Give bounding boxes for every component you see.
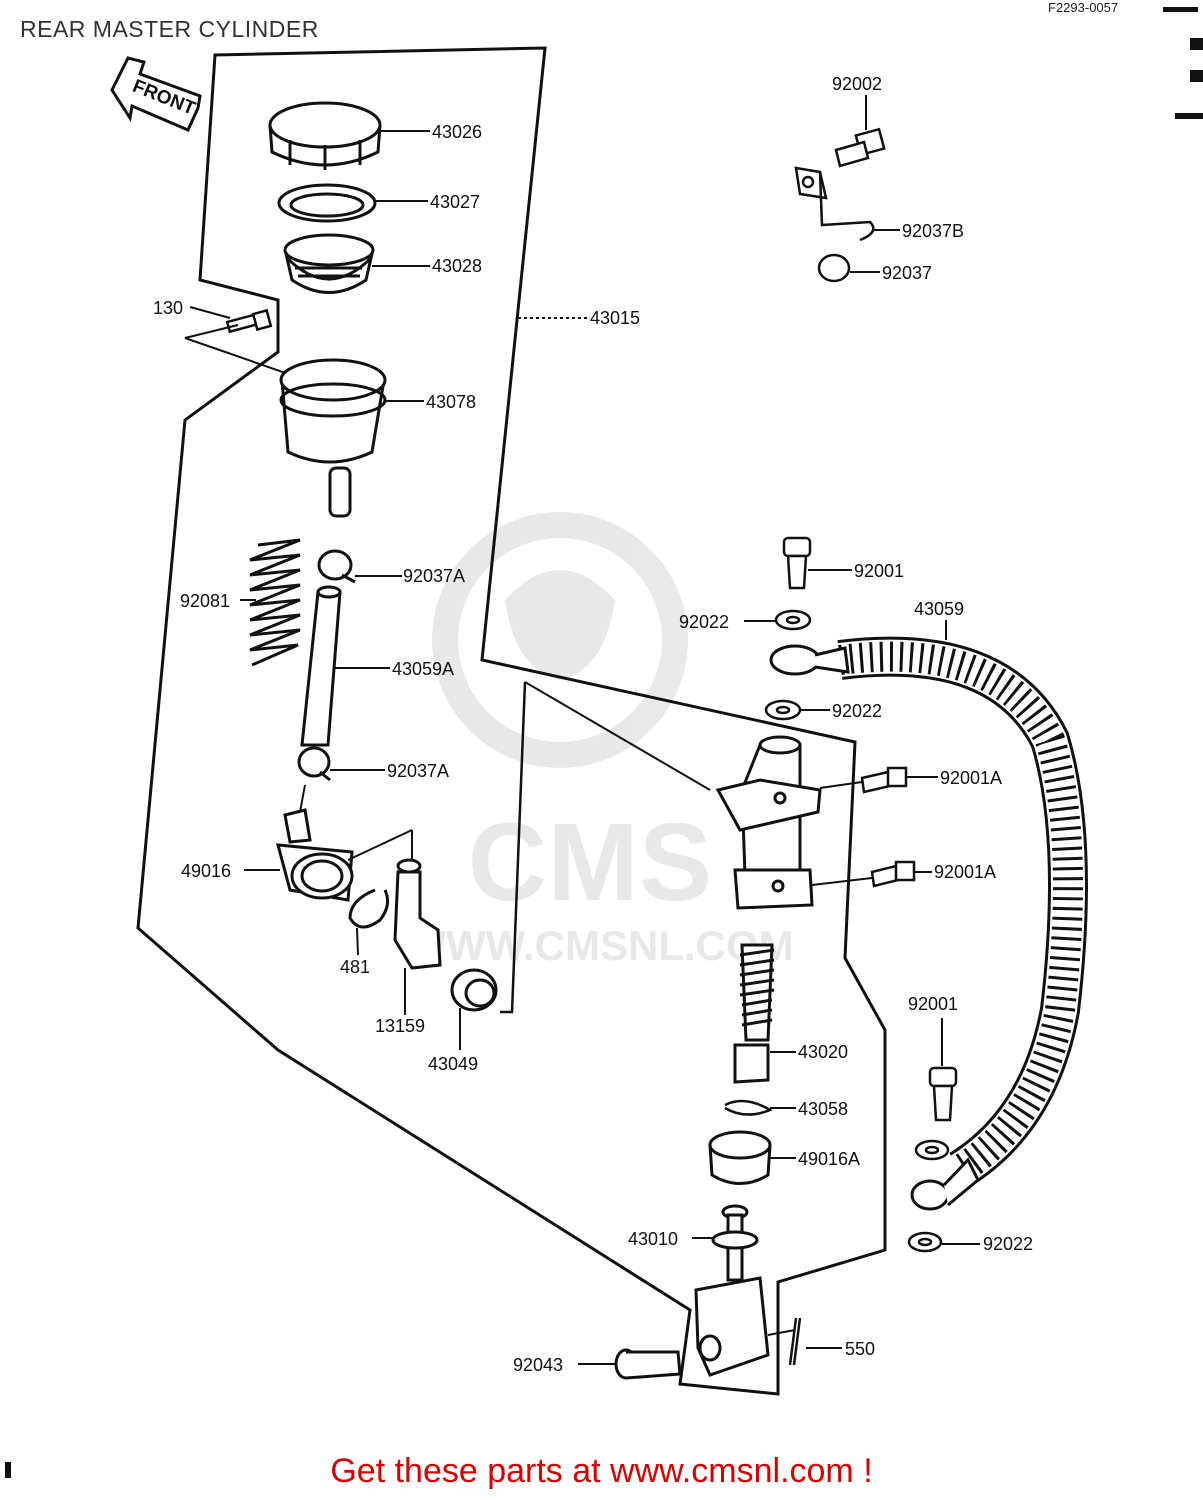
watermark-brand: CMS (468, 801, 712, 924)
cms-watermark: CMS WWW.CMSNL.COM (406, 512, 794, 969)
label-43026: 43026 (432, 122, 482, 142)
master-cylinder-body (715, 735, 822, 910)
label-43059: 43059 (914, 599, 964, 619)
bolt-92001A-bottom (870, 860, 916, 888)
washer-92022-lower (914, 1139, 950, 1161)
label-43027: 43027 (430, 192, 480, 212)
clamp-92037A-bottom (297, 746, 331, 782)
label-13159: 13159 (375, 1016, 425, 1036)
label-92022-mid: 92022 (832, 701, 882, 721)
pin-92043 (614, 1348, 682, 1380)
page-title: REAR MASTER CYLINDER (20, 16, 319, 42)
spring-92081 (249, 538, 301, 667)
label-92037A-top: 92037A (403, 566, 465, 586)
cotter-pin-550 (788, 1317, 802, 1366)
diaphragm-43028 (283, 233, 375, 294)
label-43028: 43028 (432, 256, 482, 276)
assembly-outline-43015 (136, 46, 887, 1396)
label-49016A: 49016A (798, 1149, 860, 1169)
label-92001A-bottom: 92001A (934, 862, 996, 882)
bolt-92001A-top (860, 766, 908, 794)
label-92022-top: 92022 (679, 612, 729, 632)
boot-49016A (708, 1130, 772, 1185)
label-43078: 43078 (426, 392, 476, 412)
label-92081: 92081 (180, 591, 230, 611)
clamp-92037A-top (317, 549, 356, 584)
washer-92022-bottom (907, 1231, 943, 1253)
corner-marks (5, 7, 1203, 1478)
label-43059A: 43059A (392, 659, 454, 679)
reservoir-43078 (279, 358, 387, 518)
label-550: 550 (845, 1339, 875, 1359)
label-92002: 92002 (832, 74, 882, 94)
banjo-bolt-92001-right (928, 1066, 958, 1122)
label-43049: 43049 (428, 1054, 478, 1074)
watermark-url: WWW.CMSNL.COM (406, 922, 793, 969)
pushrod-43010 (711, 1204, 759, 1282)
label-92001-top: 92001 (854, 561, 904, 581)
label-43015: 43015 (590, 308, 640, 328)
plate-43027 (277, 183, 377, 223)
label-481: 481 (340, 957, 370, 977)
hose-43059A (300, 585, 342, 747)
elbow-13159 (393, 858, 442, 970)
sub-outline (500, 681, 527, 1014)
label-92022-bottom: 92022 (983, 1234, 1033, 1254)
label-92037B: 92037B (902, 221, 964, 241)
guide-line (524, 681, 711, 791)
label-92001-right: 92001 (908, 994, 958, 1014)
label-43010: 43010 (628, 1229, 678, 1249)
front-arrow: FRONT (110, 56, 202, 132)
washer-92022-mid (764, 699, 802, 721)
label-92043: 92043 (513, 1355, 563, 1375)
grommet-43049 (450, 968, 498, 1012)
washer-92022-top (774, 609, 812, 631)
diagram-code: F2293-0057 (1048, 0, 1119, 15)
bolt-92002 (834, 127, 886, 168)
bolt-130 (225, 308, 273, 334)
brake-hose-43059 (769, 636, 1088, 1211)
label-43058: 43058 (798, 1099, 848, 1119)
fitting-49016 (275, 808, 354, 902)
circlip-481 (348, 888, 390, 929)
bracket-92037B (794, 166, 875, 242)
label-92037A-bottom: 92037A (387, 761, 449, 781)
cap-43026 (268, 101, 382, 170)
label-92037: 92037 (882, 263, 932, 283)
clamp-92037 (817, 253, 851, 283)
clevis (694, 1276, 770, 1377)
label-130: 130 (153, 298, 183, 318)
label-92001A-top: 92001A (940, 768, 1002, 788)
clip-43058 (724, 1099, 773, 1116)
leader-lines (189, 95, 980, 1365)
footer-cta-link[interactable]: Get these parts at www.cmsnl.com ! (330, 1452, 873, 1490)
label-43020: 43020 (798, 1042, 848, 1062)
label-49016: 49016 (181, 861, 231, 881)
piston-43020 (733, 943, 775, 1084)
banjo-bolt-92001-top (782, 536, 812, 590)
